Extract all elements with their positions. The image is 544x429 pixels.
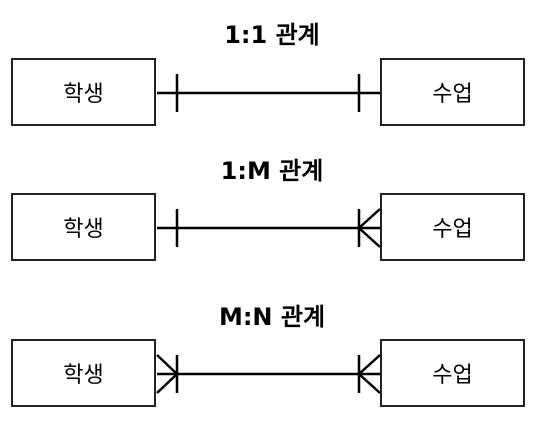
entity-class-2: 수업 [380, 193, 525, 261]
entity-class-1: 수업 [380, 58, 525, 126]
title-one-to-many: 1:M 관계 [220, 157, 324, 185]
entity-student-3: 학생 [11, 339, 156, 407]
relationship-line-many-to-many [156, 354, 381, 394]
crowfoot-right-lower [358, 373, 381, 394]
relationship-line-one-to-many [157, 208, 381, 248]
title-one-to-one: 1:1 관계 [224, 21, 320, 49]
crowfoot-left-upper [156, 354, 178, 375]
crowfoot-left-lower [156, 373, 178, 394]
crowfoot-right-upper [358, 354, 381, 375]
entity-student-2: 학생 [11, 193, 156, 261]
crowfoot-right-lower [358, 227, 381, 248]
entity-class-3: 수업 [380, 339, 525, 407]
crowfoot-right-upper [358, 208, 381, 229]
title-many-to-many: M:N 관계 [218, 303, 326, 331]
entity-student-1: 학생 [11, 58, 156, 126]
relationship-line-one-to-one [157, 74, 380, 112]
